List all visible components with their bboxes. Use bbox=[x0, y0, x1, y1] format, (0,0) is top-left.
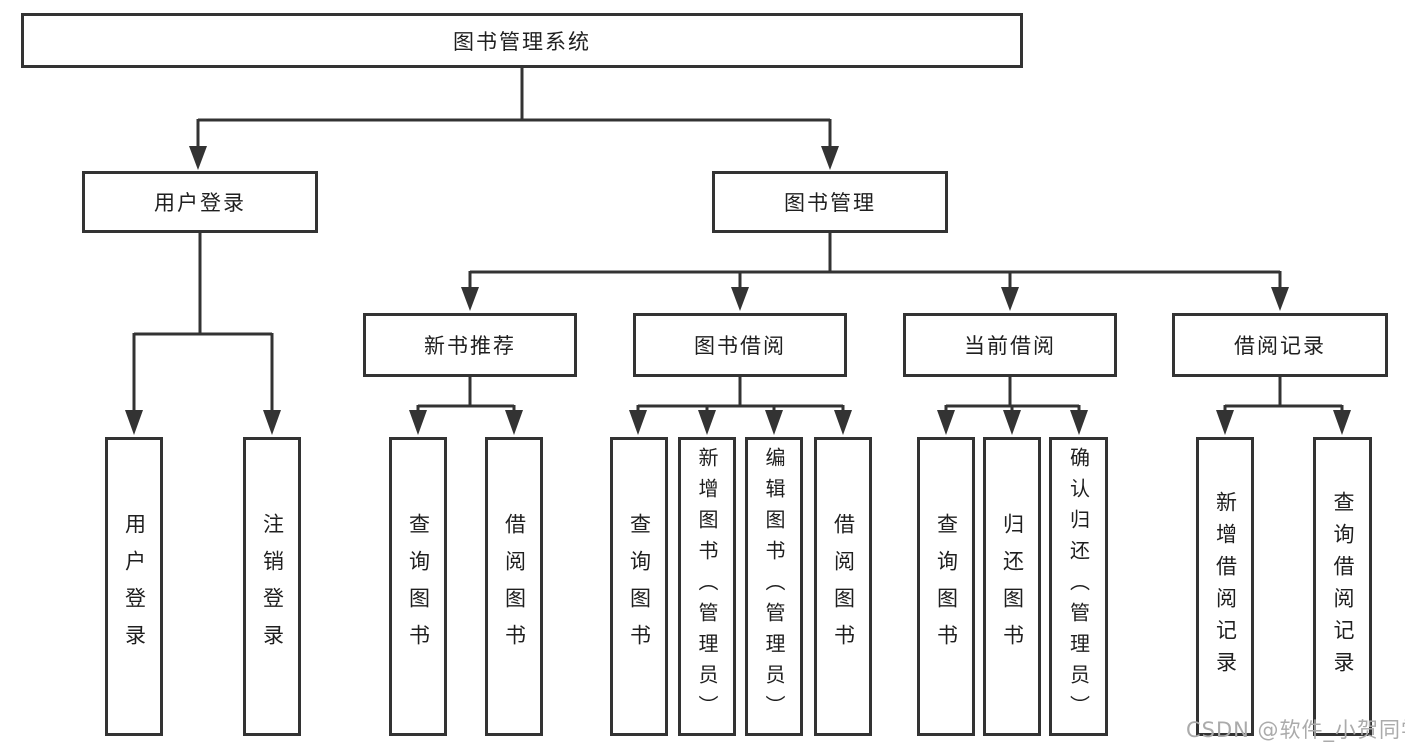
leaf-return-books: 归还图书 bbox=[983, 437, 1041, 736]
arrowhead bbox=[409, 410, 427, 435]
leaf-query-books-recommend: 查询图书 bbox=[389, 437, 447, 736]
arrowhead bbox=[505, 410, 523, 435]
leaf-borrow-books-recommend: 借阅图书 bbox=[485, 437, 543, 736]
leaf-query-books-current: 查询图书 bbox=[917, 437, 975, 736]
leaf-add-borrow-record: 新增借阅记录 bbox=[1196, 437, 1254, 736]
leaf-confirm-return-admin: 确认归还（管理员） bbox=[1049, 437, 1108, 736]
leaf-add-book-admin: 新增图书（管理员） bbox=[678, 437, 736, 736]
arrowhead bbox=[765, 410, 783, 435]
arrowhead bbox=[1003, 410, 1021, 435]
leaf-edit-book-admin: 编辑图书（管理员） bbox=[745, 437, 803, 736]
node-book-borrowing: 图书借阅 bbox=[633, 313, 847, 377]
arrowhead bbox=[834, 410, 852, 435]
leaf-user-login: 用户登录 bbox=[105, 437, 163, 736]
watermark: CSDN @软件_小贺同学 bbox=[1186, 718, 1405, 742]
leaf-query-books-borrowing: 查询图书 bbox=[610, 437, 668, 736]
node-new-book-recommendation: 新书推荐 bbox=[363, 313, 577, 377]
node-book-management: 图书管理 bbox=[712, 171, 948, 233]
arrowhead bbox=[189, 146, 207, 170]
node-current-borrowing: 当前借阅 bbox=[903, 313, 1117, 377]
arrowhead bbox=[698, 410, 716, 435]
arrowhead bbox=[1271, 287, 1289, 311]
arrowhead bbox=[1001, 287, 1019, 311]
arrowhead bbox=[731, 287, 749, 311]
arrowhead bbox=[629, 410, 647, 435]
arrowhead bbox=[937, 410, 955, 435]
arrowhead bbox=[1070, 410, 1088, 435]
arrowhead bbox=[263, 410, 281, 435]
leaf-logout: 注销登录 bbox=[243, 437, 301, 736]
node-borrowing-records: 借阅记录 bbox=[1172, 313, 1388, 377]
leaf-query-borrow-record: 查询借阅记录 bbox=[1313, 437, 1372, 736]
arrowhead bbox=[1216, 410, 1234, 435]
node-root: 图书管理系统 bbox=[21, 13, 1023, 68]
leaf-borrow-books-borrowing: 借阅图书 bbox=[814, 437, 872, 736]
node-user-login: 用户登录 bbox=[82, 171, 318, 233]
arrowhead bbox=[125, 410, 143, 435]
arrowhead bbox=[461, 287, 479, 311]
arrowhead bbox=[1333, 410, 1351, 435]
arrowhead bbox=[821, 146, 839, 170]
